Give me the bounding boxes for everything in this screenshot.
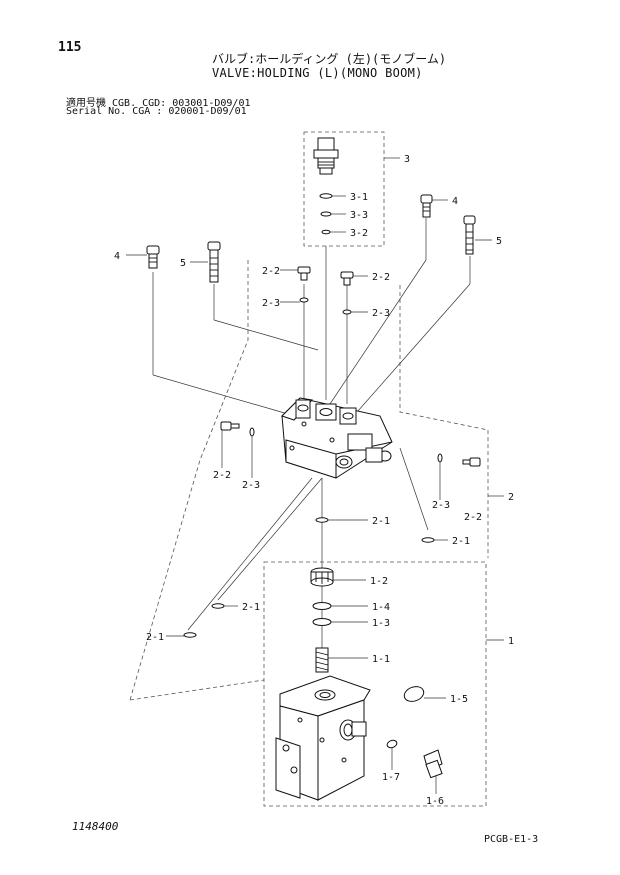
bolt-part-4-left bbox=[146, 245, 160, 269]
plug-part-2-2-top-left bbox=[297, 266, 311, 281]
callout-2-1-a: 2-1 bbox=[372, 516, 390, 527]
oring-part-2-1-left-a bbox=[211, 603, 225, 609]
cartridge-group-boundary bbox=[303, 131, 385, 247]
sheet-code: PCGB-E1-3 bbox=[484, 834, 539, 845]
plug-part-2-2-right bbox=[462, 457, 481, 467]
block-group-boundary-right bbox=[399, 285, 489, 558]
callout-1-6: 1-6 bbox=[426, 796, 444, 807]
callout-2-2-c: 2-2 bbox=[213, 470, 231, 481]
plug-part-1-6 bbox=[423, 749, 443, 779]
oring-part-2-3-top-right bbox=[342, 309, 352, 315]
callout-2-2-a: 2-2 bbox=[262, 266, 280, 277]
callout-5-left: 5 bbox=[180, 258, 186, 269]
callout-1-5: 1-5 bbox=[450, 694, 468, 705]
callout-2-3-c: 2-3 bbox=[242, 480, 260, 491]
callout-2-3-b: 2-3 bbox=[372, 308, 390, 319]
serial-line-2: Serial No. CGA : 020001-D09/01 bbox=[66, 106, 247, 117]
backup-ring-part-1-4 bbox=[312, 602, 332, 610]
bolt-part-5-right bbox=[463, 215, 476, 255]
oring-part-2-3-right bbox=[437, 453, 443, 463]
oring-part-1-7 bbox=[386, 739, 398, 749]
callout-1-4: 1-4 bbox=[372, 602, 390, 613]
callout-1: 1 bbox=[508, 636, 514, 647]
oring-part-1-3 bbox=[312, 618, 332, 626]
oring-part-3-1 bbox=[319, 193, 333, 199]
title-japanese: バルブ:ホールディング (左)(モノブーム) bbox=[212, 52, 447, 66]
oring-axis-line bbox=[187, 477, 313, 631]
oring-part-2-1-left-b bbox=[183, 632, 197, 638]
callout-2-3-d: 2-3 bbox=[432, 500, 450, 511]
spring-part-1-1 bbox=[315, 647, 329, 673]
oring-axis-line bbox=[399, 447, 429, 531]
callout-2-3-a: 2-3 bbox=[262, 298, 280, 309]
plug-part-2-2-top-right bbox=[340, 271, 354, 286]
serial-line-1: 適用号機 CGB. CGD: 003001-D09/01 bbox=[66, 98, 251, 109]
callout-4-left: 4 bbox=[114, 251, 120, 262]
callout-5-right: 5 bbox=[496, 236, 502, 247]
oring-part-3-2 bbox=[321, 229, 331, 235]
callout-1-2: 1-2 bbox=[370, 576, 388, 587]
lower-body-group-boundary bbox=[263, 561, 487, 807]
callout-4-right: 4 bbox=[452, 196, 458, 207]
callout-3: 3 bbox=[404, 154, 410, 165]
oring-part-2-3-top-left bbox=[299, 297, 309, 303]
oring-axis-line bbox=[217, 477, 323, 601]
callout-3-1: 3-1 bbox=[350, 192, 368, 203]
plug-part-2-2-left bbox=[220, 421, 240, 431]
callout-3-2: 3-2 bbox=[350, 228, 368, 239]
bolt-part-4-right bbox=[420, 194, 433, 218]
oring-part-1-5 bbox=[403, 686, 425, 702]
backup-ring-part-3-3 bbox=[320, 211, 332, 217]
cartridge-valve-part-3 bbox=[313, 137, 339, 175]
callout-1-7: 1-7 bbox=[382, 772, 400, 783]
bolt-axis-line bbox=[329, 259, 427, 405]
callout-leaders bbox=[126, 157, 504, 794]
oring-part-2-1-center bbox=[315, 517, 329, 523]
oring-part-2-1-right bbox=[421, 537, 435, 543]
callout-1-3: 1-3 bbox=[372, 618, 390, 629]
bolt-part-5-left bbox=[207, 241, 221, 283]
callout-2-2-b: 2-2 bbox=[372, 272, 390, 283]
page-number: 115 bbox=[58, 40, 82, 55]
callout-2-1-c: 2-1 bbox=[242, 602, 260, 613]
bolt-axis-line bbox=[349, 283, 471, 421]
callout-2-1-b: 2-1 bbox=[452, 536, 470, 547]
poppet-part-1-2 bbox=[310, 567, 334, 587]
valve-block-part-2 bbox=[281, 397, 393, 479]
callout-2-2-d: 2-2 bbox=[464, 512, 482, 523]
callout-3-3: 3-3 bbox=[350, 210, 368, 221]
bolt-axis-line bbox=[213, 319, 319, 351]
callout-2: 2 bbox=[508, 492, 514, 503]
block-group-boundary-bottom bbox=[129, 679, 265, 701]
drawing-number: 1148400 bbox=[72, 820, 119, 833]
title-english: VALVE:HOLDING (L)(MONO BOOM) bbox=[212, 66, 423, 80]
callout-1-1: 1-1 bbox=[372, 654, 390, 665]
oring-part-2-3-left bbox=[249, 427, 255, 437]
valve-body-part-1 bbox=[275, 675, 371, 801]
callout-2-1-d: 2-1 bbox=[146, 632, 164, 643]
bolt-axis-line bbox=[152, 374, 296, 417]
